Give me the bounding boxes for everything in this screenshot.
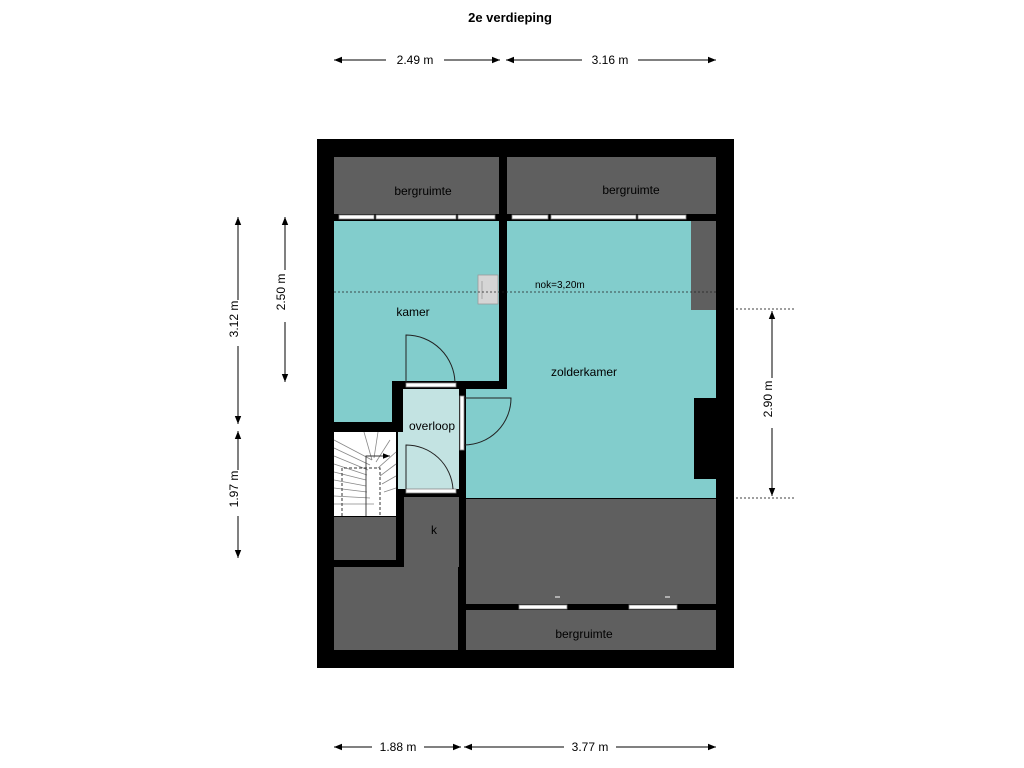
stair-walkline: [365, 453, 390, 516]
room-label-storage-top-left: bergruimte: [394, 184, 452, 198]
room-label-storage-bottom: bergruimte: [555, 627, 613, 641]
door-openings: [405, 382, 465, 494]
wardrobe: [694, 398, 716, 479]
closet-area: [404, 497, 460, 567]
room-label-closet: k: [431, 523, 438, 537]
storage-lower-right: [466, 499, 716, 604]
dimension-right: 2.90 m: [736, 308, 795, 499]
skylights-top: [338, 214, 687, 220]
skylights-bottom: [518, 604, 678, 610]
door-swings: [405, 334, 512, 490]
svg-text:1.88 m: 1.88 m: [380, 740, 417, 754]
dimension-left-outer-upper: 3.12 m: [227, 217, 242, 424]
door-attic: [463, 397, 512, 446]
storage-under-stair: [334, 517, 396, 560]
chimney: [477, 274, 499, 305]
storage-right-strip: [691, 221, 716, 310]
room-label-bedroom: kamer: [396, 305, 429, 319]
dimension-left-inner: 2.50 m: [274, 217, 289, 382]
svg-text:3.16 m: 3.16 m: [592, 53, 629, 67]
svg-text:3.77 m: 3.77 m: [572, 740, 609, 754]
storage-bottom: [466, 610, 716, 650]
storage-top-right: [507, 157, 716, 214]
dimension-top-right: 3.16 m: [506, 53, 716, 67]
dimension-bottom-right: 3.77 m: [464, 740, 716, 754]
dimension-left-outer-lower: 1.97 m: [227, 431, 242, 558]
dimension-top-left: 2.49 m: [334, 53, 500, 67]
room-label-landing: overloop: [409, 419, 455, 433]
plan-title: 2e verdieping: [468, 10, 552, 25]
svg-text:2.49 m: 2.49 m: [397, 53, 434, 67]
svg-text:2.90 m: 2.90 m: [761, 381, 775, 418]
attic-room-area: [466, 221, 716, 498]
svg-text:2.50 m: 2.50 m: [274, 274, 288, 311]
svg-text:1.97 m: 1.97 m: [227, 471, 241, 508]
stair-handrail: [341, 467, 381, 516]
storage-bottom-left: [334, 567, 458, 650]
dimension-bottom-left: 1.88 m: [334, 740, 461, 754]
door-landing-bottom: [405, 444, 454, 490]
room-label-storage-top-right: bergruimte: [602, 183, 660, 197]
door-bedroom: [405, 334, 456, 384]
ridge-label: nok=3,20m: [535, 280, 585, 291]
storage-top-left: [334, 157, 499, 214]
room-label-attic: zolderkamer: [551, 365, 617, 379]
svg-text:3.12 m: 3.12 m: [227, 301, 241, 338]
